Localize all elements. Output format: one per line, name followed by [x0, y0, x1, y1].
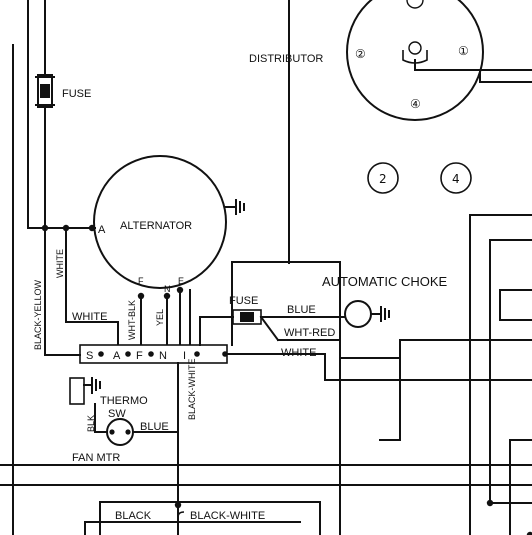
blue-choke-label: BLUE [287, 304, 316, 316]
alt-terminal-e: E [178, 276, 184, 286]
black-bottom-label: BLACK [115, 510, 152, 522]
fan-mtr-label: FAN MTR [72, 452, 120, 464]
dist-pos-4: ④ [410, 97, 421, 111]
alt-terminal-a: A [98, 224, 106, 236]
wht-blk-label: WHT-BLK [127, 300, 137, 340]
sw-label: SW [108, 408, 126, 420]
white-reg-label: WHITE [281, 347, 316, 359]
black-yellow-label: BLACK-YELLOW [33, 279, 43, 350]
white-horizontal-label: WHITE [72, 311, 107, 323]
reg-terminal-a: A [113, 350, 121, 362]
circle-4 [440, 162, 472, 194]
dist-pos-2: ② [355, 47, 366, 61]
reg-terminal-f: F [136, 350, 143, 362]
thermo-switch [69, 377, 85, 405]
distributor [346, 0, 484, 121]
circle-4-label: 4 [452, 172, 460, 186]
fuse-choke-label: FUSE [229, 295, 258, 307]
dist-pos-1: ① [458, 44, 469, 58]
ground-icon [225, 199, 245, 215]
wht-red-label: WHT-RED [284, 327, 335, 339]
circle-2 [367, 162, 399, 194]
automatic-choke [344, 300, 372, 328]
alternator-label: ALTERNATOR [120, 220, 192, 232]
circle-2-label: 2 [379, 172, 387, 186]
automatic-choke-label: AUTOMATIC CHOKE [322, 274, 448, 289]
blk-label: BLK [86, 415, 96, 432]
black-white-vertical-label: BLACK-WHITE [187, 358, 197, 420]
alt-terminal-f: F [138, 276, 144, 286]
reg-terminal-s: S [86, 350, 93, 362]
distributor-label: DISTRIBUTOR [249, 53, 323, 65]
alternator [93, 155, 227, 289]
black-white-bottom-label: BLACK-WHITE [190, 510, 265, 522]
alt-terminal-n: N [164, 284, 171, 294]
reg-terminal-i: I [183, 350, 186, 362]
fuse-top-label: FUSE [62, 88, 91, 100]
reg-terminal-n: N [159, 350, 167, 362]
yel-label: YEL [155, 309, 165, 326]
thermo-label: THERMO [100, 395, 148, 407]
blue-fan-label: BLUE [140, 421, 169, 433]
white-vertical-label: WHITE [55, 249, 65, 278]
